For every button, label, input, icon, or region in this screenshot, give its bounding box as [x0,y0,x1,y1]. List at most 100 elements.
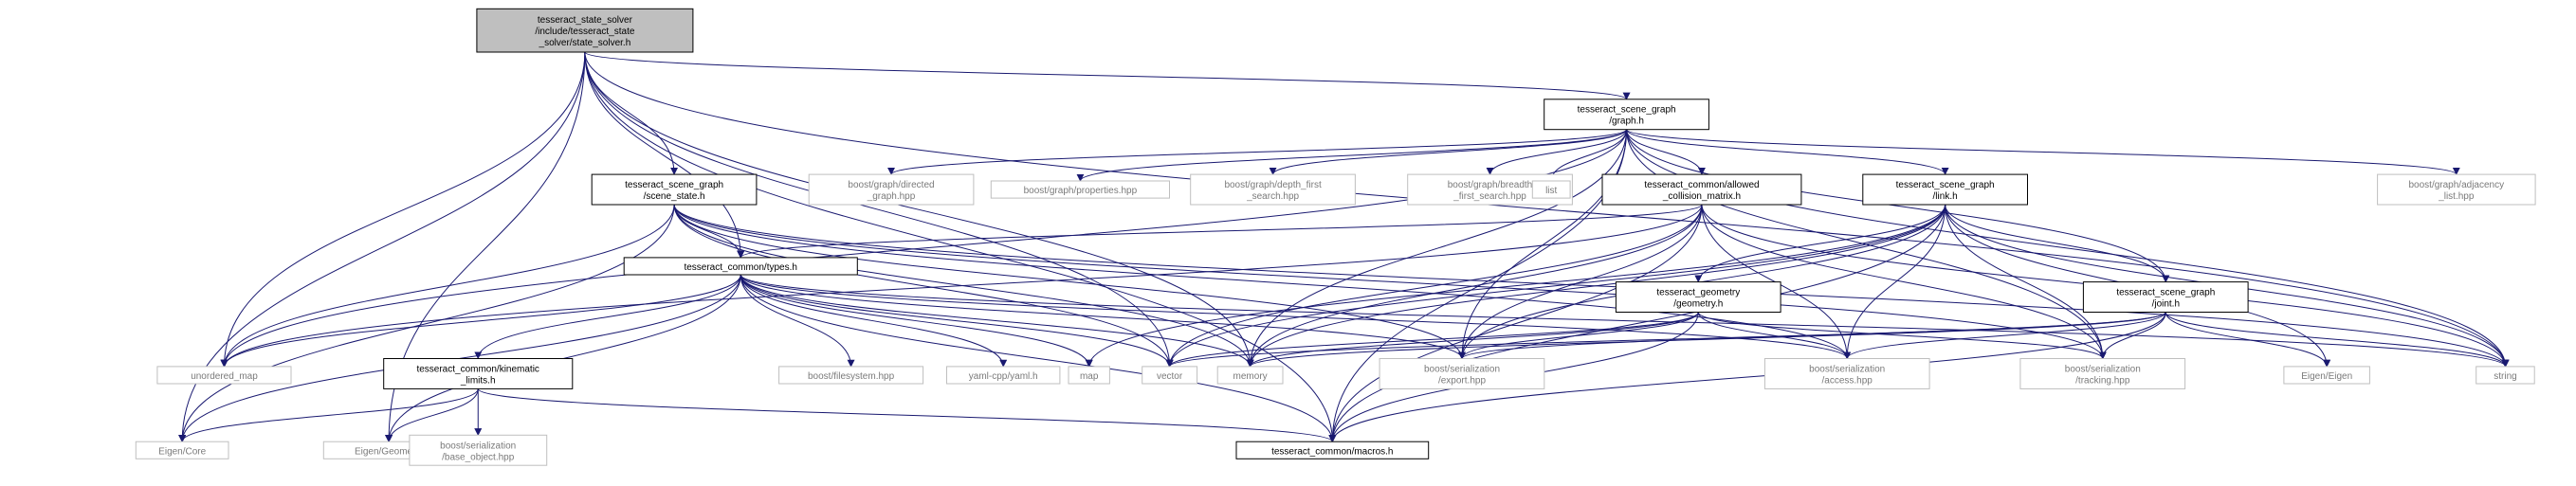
edge-graph_h-to-acm [1626,129,1706,175]
node-export: boost/serialization/export.hpp [1379,358,1545,389]
node-dfs: boost/graph/depth_first_search.hpp [1190,173,1356,206]
node-box [1216,366,1284,385]
node-box [409,434,548,466]
edge-graph_h-to-joint_h [1626,129,2170,283]
edge-scene_state-to-access [673,204,1852,360]
edge-types_h-to-kin_limits [474,274,741,360]
node-label-line: tesseract_scene_graph [1578,105,1676,116]
node-box [990,180,1171,199]
node-tracking: boost/serialization/tracking.hpp [2019,358,2186,389]
node-label-line: boost/graph/properties.hpp [1024,186,1138,196]
edge-acm-to-types_h [737,204,1703,259]
node-box [623,257,858,276]
edge-root-to-unordered_map [220,51,586,368]
node-label-line: /tracking.hpp [2075,375,2130,386]
node-label-line: /link.h [1933,191,1958,202]
node-label-line: tesseract_geometry [1656,288,1740,298]
node-box [1235,441,1430,459]
edge-joint_h-to-macros [1328,312,2166,443]
node-label-line: _collision_matrix.h [1662,191,1741,202]
node-box [2082,281,2249,314]
node-string: string [2476,366,2535,385]
node-label-line: tesseract_scene_graph [625,180,723,190]
edge-types_h-to-unordered_map [220,274,741,368]
node-label-line: /graph.h [1609,117,1644,127]
edge-geometry_h-to-tracking [1697,312,2107,360]
edge-root-to-types_h [584,51,745,259]
node-label-line: Eigen/Eigen [2301,371,2352,382]
node-box [1544,99,1709,131]
node-eigen-core: Eigen/Core [135,441,229,459]
edge-graph_h-to-dfs [1269,129,1628,175]
edge-geometry_h-to-export [1458,312,1699,360]
node-box [2476,366,2535,385]
node-bfs: boost/graph/breadth_first_search.hpp [1407,173,1573,206]
edge-geometry_h-to-vector [1165,312,1699,368]
node-link-h[interactable]: tesseract_scene_graph/link.h [1862,173,2029,206]
edge-joint_h-to-export [1458,312,2166,360]
node-label-line: tesseract_scene_graph [1896,180,1995,190]
node-label-line: vector [1157,371,1183,382]
node-box [1142,366,1198,385]
node-scene-state[interactable]: tesseract_scene_graph/scene_state.h [591,173,758,206]
node-geometry-h[interactable]: tesseract_geometry/geometry.h [1615,281,1781,314]
node-label-line: _limits.h [460,375,496,386]
edge-types_h-to-filesystem [740,274,855,368]
node-box [156,366,292,385]
node-label-line: /joint.h [2152,299,2180,310]
node-memory: memory [1216,366,1284,385]
node-vector: vector [1142,366,1198,385]
node-box [1862,173,2029,206]
edge-acm-to-vector [1165,204,1703,368]
node-label-line: /include/tesseract_state [535,27,634,37]
node-adjacency: boost/graph/adjacency_list.hpp [2377,173,2536,206]
node-kin-limits[interactable]: tesseract_common/kinematic_limits.h [383,358,574,389]
node-label-line: map [1080,371,1099,382]
node-root[interactable]: tesseract_state_solver/include/tesseract… [476,8,694,53]
node-box [1615,281,1781,314]
edge-acm-to-unordered_map [220,204,1703,368]
node-box [1068,366,1110,385]
node-map: map [1068,366,1110,385]
node-label-line: _graph.hpp [867,191,916,202]
node-unordered-map: unordered_map [156,366,292,385]
node-label-line: boost/serialization [2065,364,2141,374]
edge-acm-to-tracking [1701,204,2107,360]
edge-link_h-to-macros [1328,204,1946,443]
node-label-line: _first_search.hpp [1452,191,1526,202]
edge-graph_h-to-export [1458,129,1628,360]
edge-joint_h-to-tracking [2098,312,2166,360]
node-box [383,358,574,389]
node-label-line: boost/serialization [1809,364,1885,374]
node-label-line: /scene_state.h [644,191,705,202]
node-box [2283,366,2370,385]
edge-types_h-to-access [740,274,1852,360]
edge-acm-to-macros [1328,204,1703,443]
edge-graph_h-to-directed [887,129,1628,175]
node-box [1190,173,1356,206]
edge-types_h-to-memory [740,274,1254,368]
edge-joint_h-to-string [2165,312,2510,368]
node-joint-h[interactable]: tesseract_scene_graph/joint.h [2082,281,2249,314]
node-label-line: _list.hpp [2438,191,2475,202]
edge-link_h-to-vector [1165,204,1946,368]
node-box [476,8,694,53]
node-label-line: unordered_map [191,371,258,382]
edge-joint_h-to-eigen [2165,312,2331,368]
node-label-line: /base_object.hpp [442,452,515,462]
node-label-line: tesseract_common/allowed [1644,180,1759,190]
node-box [778,366,924,385]
node-macros[interactable]: tesseract_common/macros.h [1235,441,1430,459]
node-acm[interactable]: tesseract_common/allowed_collision_matri… [1601,173,1802,206]
edge-link_h-to-joint_h [1945,204,2170,283]
node-box [2019,358,2186,389]
node-types-h[interactable]: tesseract_common/types.h [623,257,858,276]
node-label-line: boost/graph/breadth [1448,180,1533,190]
node-directed: boost/graph/directed_graph.hpp [808,173,975,206]
node-label-line: Eigen/Geometry [355,446,423,457]
node-label-line: boost/serialization [1424,364,1500,374]
edge-geometry_h-to-access [1697,312,1852,360]
node-filesystem: boost/filesystem.hpp [778,366,924,385]
node-label-line: memory [1233,371,1268,382]
node-graph-h[interactable]: tesseract_scene_graph/graph.h [1544,99,1709,131]
